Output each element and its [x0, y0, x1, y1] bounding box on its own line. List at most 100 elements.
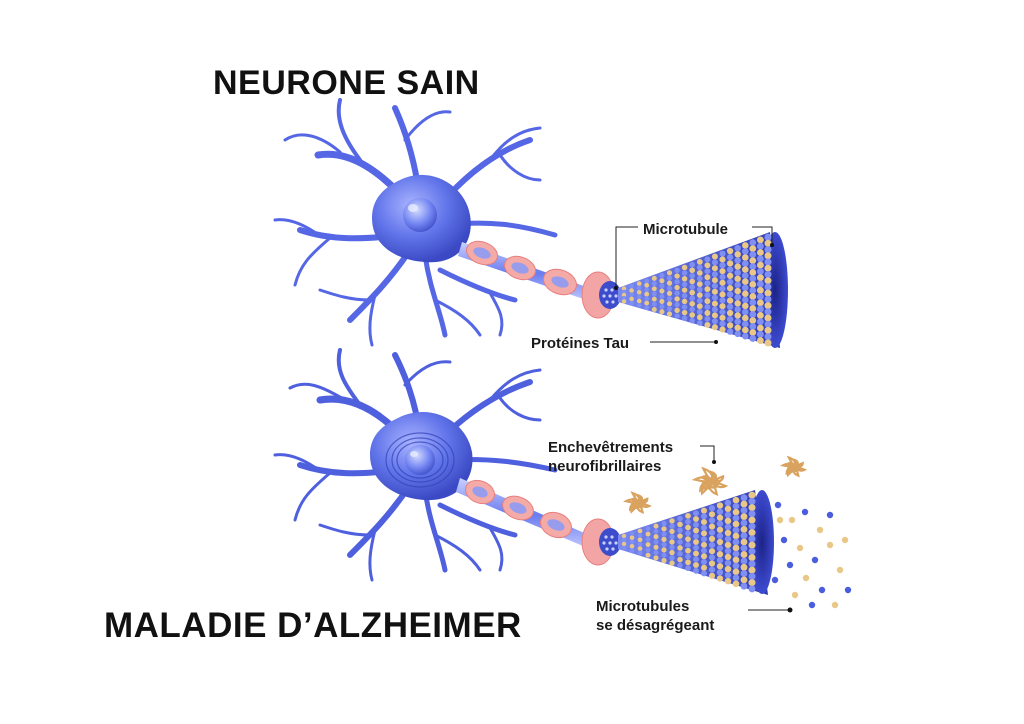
tau-protein-dot: [681, 264, 688, 271]
particle-dot: [801, 508, 809, 516]
tubulin-dot: [732, 550, 740, 558]
alzheimer-nucleus: [405, 445, 435, 475]
tubulin-dot: [708, 529, 716, 536]
tau-protein-dot: [644, 291, 650, 297]
neurofibrillary-tangles: [623, 455, 808, 514]
tau-protein-dot: [666, 280, 673, 286]
tubulin-dot: [669, 555, 675, 561]
tubulin-dot: [719, 285, 726, 292]
tubulin-dot: [711, 271, 718, 278]
tau-protein-dot: [724, 517, 732, 525]
tau-protein-dot: [740, 563, 748, 571]
tubulin-dot: [666, 295, 673, 302]
tau-protein-dot: [696, 259, 703, 265]
tau-protein-dot: [645, 531, 651, 537]
particle-dot: [791, 591, 799, 599]
tubulin-dot: [742, 260, 749, 267]
tubulin-dot: [748, 535, 756, 543]
tau-protein-dot: [726, 309, 734, 317]
tau-protein-dot: [719, 268, 726, 275]
tau-protein-dot: [700, 553, 708, 560]
tubulin-dot: [734, 306, 741, 313]
tangle-cluster: [691, 466, 729, 496]
tau-protein-dot: [734, 300, 741, 307]
tau-protein-dot: [661, 547, 667, 553]
particle-dot: [786, 561, 794, 569]
tau-protein-dot: [708, 535, 716, 542]
tau-protein-dot: [716, 502, 724, 509]
tubulin-dot: [669, 534, 675, 540]
tau-protein-dot: [742, 278, 749, 285]
tau-protein-dot: [711, 253, 718, 260]
tubulin-dot: [711, 259, 718, 266]
tau-protein-dot: [704, 274, 711, 281]
tau-protein-dot: [734, 312, 741, 319]
tubulin-dot: [669, 523, 675, 529]
tubulin-dot: [700, 524, 708, 531]
tubulin-dot: [693, 521, 699, 528]
tau-protein-dot: [749, 269, 757, 276]
tubulin-dot: [749, 239, 757, 246]
tau-protein-dot: [677, 556, 683, 563]
tau-protein-dot: [677, 533, 683, 539]
tubulin-dot: [693, 533, 699, 540]
tubulin-dot: [764, 333, 772, 341]
tubulin-dot: [659, 273, 665, 279]
tubulin-dot: [724, 535, 732, 543]
tau-protein-dot: [696, 292, 703, 298]
disaggregating-particles: [771, 501, 852, 609]
tau-protein-dot: [621, 292, 627, 298]
tau-protein-dot: [637, 537, 643, 543]
tau-protein-dot: [681, 309, 688, 316]
tau-protein-dot: [661, 526, 667, 532]
tubulin-dot: [748, 585, 756, 593]
tubulin-dot: [689, 273, 696, 279]
tubulin-dot: [749, 275, 757, 282]
tubulin-dot: [740, 557, 748, 565]
tau-protein-dot: [689, 267, 696, 274]
tau-protein-dot: [749, 245, 757, 252]
tubulin-dot: [742, 320, 749, 328]
tubulin-dot: [629, 284, 634, 289]
tubulin-dot: [661, 541, 667, 548]
tau-protein-dot: [748, 516, 756, 524]
tubulin-dot: [685, 542, 691, 548]
tau-protein-dot: [756, 299, 764, 307]
tau-protein-dot: [700, 507, 708, 514]
tau-protein-dot: [693, 550, 699, 557]
tau-protein-dot: [764, 326, 772, 334]
particle-dot: [818, 586, 826, 594]
tau-protein-dot: [621, 541, 627, 547]
tubulin-dot: [666, 275, 673, 281]
tubulin-dot: [644, 287, 650, 293]
tubulin-dot: [719, 297, 726, 304]
tau-protein-dot: [732, 544, 740, 552]
tubulin-dot: [716, 569, 724, 576]
tubulin-dot: [696, 297, 703, 304]
tau-protein-dot: [716, 526, 724, 533]
tubulin-dot: [711, 282, 718, 289]
tau-protein-dot: [669, 539, 675, 545]
tubulin-dot: [693, 556, 699, 563]
tau-protein-dot: [734, 287, 741, 295]
tau-protein-dot: [685, 513, 691, 519]
alzheimer-dendrites: [273, 348, 558, 582]
tau-protein-dot: [726, 285, 734, 292]
tau-protein-dot: [749, 293, 757, 300]
tubulin-dot: [677, 562, 683, 569]
tubulin-dot: [748, 572, 756, 580]
tubulin-dot: [704, 256, 711, 263]
tubulin-dot: [756, 330, 764, 338]
tau-protein-dot: [651, 275, 657, 281]
tubulin-dot: [636, 294, 642, 299]
particle-dot: [844, 586, 852, 594]
tubulin-dot: [689, 317, 696, 324]
tubulin-dot: [740, 494, 748, 502]
tubulin-dot: [621, 296, 627, 301]
tubulin-dot: [749, 323, 757, 330]
tau-protein-dot: [749, 281, 757, 288]
tau-protein-dot: [661, 536, 667, 543]
alzheimer-microtubule: [618, 490, 852, 609]
tubulin-dot: [756, 255, 764, 263]
tau-protein-dot: [636, 289, 642, 295]
